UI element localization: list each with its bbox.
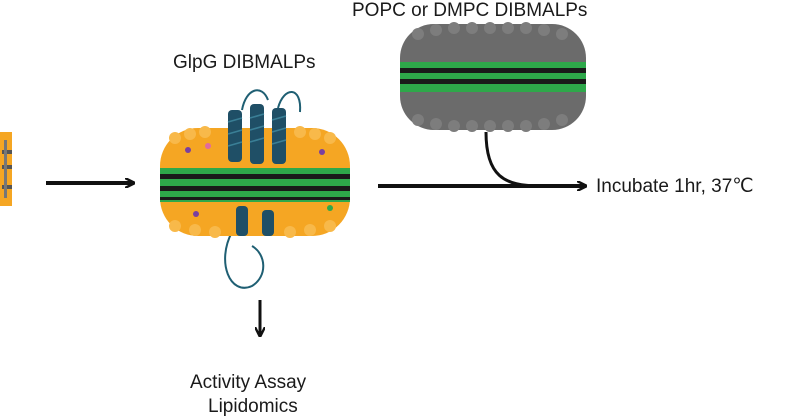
popc-dmpc-label: POPC or DMPC DIBMALPs (352, 0, 588, 21)
activity-assay-label: Activity Assay (190, 372, 307, 393)
degree-celsius: ℃ (732, 176, 754, 197)
glpg-label: GlpG DIBMALPs (173, 52, 316, 73)
curved-connector (484, 131, 541, 188)
left-membrane-fragment (0, 132, 12, 206)
incubate-text: Incubate 1hr, 37 (596, 176, 733, 197)
popc-dmpc-nanodisc (400, 22, 586, 132)
lipidomics-label: Lipidomics (208, 396, 298, 417)
glpg-nanodisc (160, 89, 350, 289)
incubate-label: Incubate 1hr, 37℃ (596, 176, 754, 198)
